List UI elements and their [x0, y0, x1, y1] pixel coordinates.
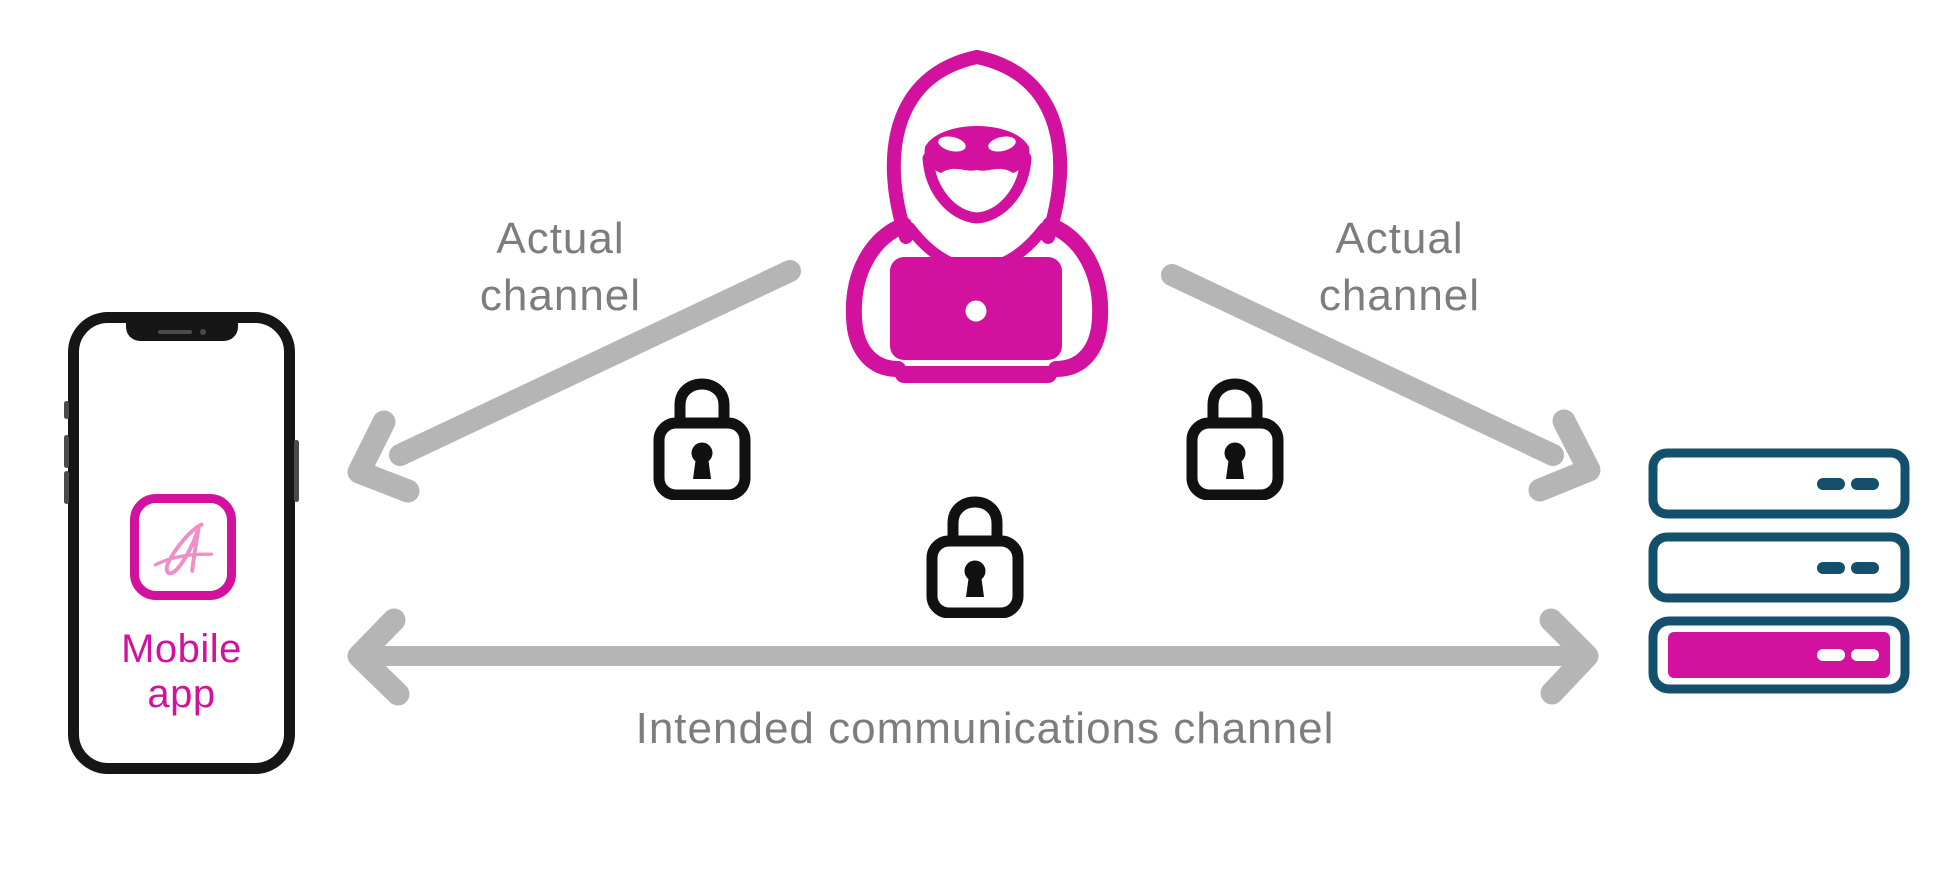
actual-channel-label-right: Actual channel	[1318, 214, 1481, 321]
phone-volume-up-button	[64, 435, 69, 468]
hacker-with-laptop-icon	[845, 49, 1109, 383]
app-logo-icon	[130, 494, 236, 600]
hacker-right-arm	[1042, 217, 1109, 377]
arrow-hacker-to-phone	[347, 260, 801, 503]
mobile-app-label-line2: app	[147, 672, 216, 717]
arrow-hacker-to-server	[1161, 264, 1601, 502]
hacker-mask	[922, 126, 1032, 224]
phone-camera-dot	[199, 329, 206, 335]
intended-channel-label: Intended communications channel	[635, 704, 1335, 753]
phone-speaker	[157, 330, 192, 334]
phone-mute-switch	[64, 401, 69, 419]
server-unit-1	[1648, 448, 1910, 519]
phone-volume-down-button	[64, 471, 69, 504]
hacker-hood	[886, 49, 1068, 244]
arrow-intended-channel	[347, 608, 1599, 706]
phone-notch	[125, 322, 238, 341]
padlock-icon-center	[926, 496, 1024, 618]
hacker-laptop	[890, 257, 1062, 383]
laptop-logo-dot	[965, 300, 987, 322]
mobile-phone: Mobile app	[64, 312, 299, 774]
hacker-left-arm	[845, 217, 912, 377]
server-unit-2	[1648, 532, 1910, 603]
actual-channel-label-left: Actual channel	[479, 214, 642, 321]
server-unit-3-active	[1648, 616, 1910, 694]
server-stack-icon	[1648, 448, 1910, 694]
script-a-logo-icon	[153, 522, 214, 576]
phone-power-button	[294, 440, 299, 502]
mobile-app-label: Mobile app	[79, 627, 284, 717]
padlock-icon-left	[653, 378, 751, 500]
padlock-icon-right	[1186, 378, 1284, 500]
mobile-app-label-line1: Mobile	[121, 627, 242, 671]
